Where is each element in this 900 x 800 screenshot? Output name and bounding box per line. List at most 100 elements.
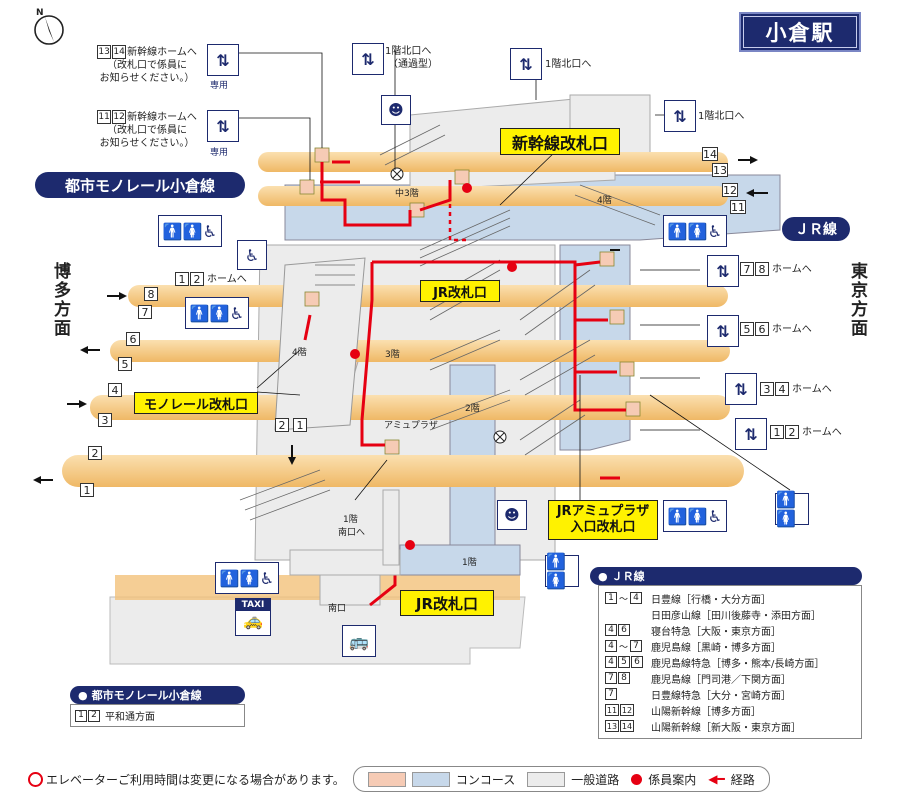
num-6: 6 [755, 322, 769, 336]
legend-line-text: 山陽新幹線［博多方面］ [651, 703, 761, 718]
legend-line-text: 鹿児島線［黒崎・博多方面］ [651, 639, 781, 654]
monorail-platform [275, 258, 365, 430]
amu-plaza-gate-line1: JRアミュプラザ [557, 504, 650, 520]
accessible-icon: ♿ [237, 240, 267, 270]
platform-num-3: 3 [98, 413, 112, 427]
platform-num-12: 12 [722, 183, 738, 197]
hakata-direction: 博多方面 [48, 262, 73, 338]
legend-platform-number: 6 [618, 624, 630, 636]
sh1112-note2: お知らせください。） [82, 137, 212, 150]
route-arrow-icon: ◀━ [708, 772, 724, 786]
tokyo-direction: 東京方面 [845, 262, 870, 338]
monorail-line-label: 都市モノレール小倉線 [35, 172, 245, 198]
legend-platform-number: 4 [605, 656, 617, 668]
sh1314-only: 専用 [210, 78, 228, 91]
station-title: 小倉駅 [739, 12, 861, 52]
floor-4-left: 4階 [292, 345, 307, 358]
legend-line-text: 日田彦山線［田川後藤寺・添田方面］ [651, 607, 821, 622]
num-12: 12 [112, 110, 126, 124]
legend-line-text: 山陽新幹線［新大阪・東京方面］ [651, 719, 801, 734]
elevator-icon: ⇅ [510, 48, 542, 80]
note-sh1314: 13 14 新幹線ホームへ （改札口で係員に お知らせください。） [82, 45, 212, 85]
compass: N [30, 8, 68, 46]
legend-line-text: 鹿児島線［門司港／下関方面］ [651, 671, 791, 686]
floor-2: 2階 [465, 401, 480, 414]
jr-legend-title-text: ＪＲ線 [612, 568, 645, 584]
elevator-note: エレベーターご利用時間は変更になる場合があります。 [46, 771, 345, 788]
staff-label: 係員案内 [648, 771, 696, 788]
jr-gate-lower-label: JR改札口 [400, 590, 494, 616]
restroom-icon: 🚹🚺♿ [663, 215, 727, 247]
mono-platform-note-text: ホームへ [207, 273, 247, 286]
num-1: 1 [770, 425, 784, 439]
south-exit-to-line2: 南口へ [338, 525, 365, 538]
jr-legend-row: 日田彦山線［田川後藤寺・添田方面］ [605, 606, 855, 622]
legend-platform-number: 13 [605, 720, 619, 732]
floor-3: 3階 [385, 347, 400, 360]
taxi-icon: 🚕 [236, 611, 270, 630]
legend-line-text: 日豊線［行橋・大分方面］ [651, 591, 771, 606]
num-1: 1 [175, 272, 189, 286]
platform-num-1: 1 [80, 483, 94, 497]
restroom-icon: 🚹🚺♿ [663, 500, 727, 532]
platform-34-text: ホームへ [792, 383, 832, 396]
elevator-icon: ⇅ [207, 110, 239, 142]
south-exit-label: 南口 [328, 601, 346, 614]
elevator-icon: ⇅ [664, 100, 696, 132]
shinkansen-gate-label: 新幹線改札口 [500, 128, 620, 155]
mono-legend-title-text: 都市モノレール小倉線 [92, 687, 202, 703]
num-7: 7 [740, 262, 754, 276]
platform-56-text: ホームへ [772, 323, 812, 336]
platform-num-4: 4 [108, 383, 122, 397]
num-2: 2 [785, 425, 799, 439]
amu-plaza-label: アミュプラザ [384, 418, 438, 431]
legend-platform-number: 4 [630, 592, 642, 604]
num-4: 4 [775, 382, 789, 396]
jr-legend-row: 46寝台特急［大阪・東京方面］ [605, 622, 855, 638]
platform-num-11: 11 [730, 200, 746, 214]
platform-num-7: 7 [138, 305, 152, 319]
restroom-icon: 🚹🚺 [545, 555, 579, 587]
num-2: 2 [190, 272, 204, 286]
platform-num-13: 13 [712, 163, 728, 177]
platform-12-text: ホームへ [802, 426, 842, 439]
num-13: 13 [97, 45, 111, 59]
road-label: 一般道路 [571, 771, 619, 788]
sh1112-only: 専用 [210, 145, 228, 158]
staff-icon: ☻ [381, 95, 411, 125]
north-exit-a: 1階北口へ [545, 58, 591, 71]
legend-platform-number: 5 [618, 656, 630, 668]
amu-plaza-gate-label: JRアミュプラザ 入口改札口 [548, 500, 658, 540]
jr-legend-title: ● ＪＲ線 [590, 567, 862, 585]
legend-platform-numbers: 4〜7 [605, 640, 651, 652]
num-8: 8 [755, 262, 769, 276]
mono-legend-row: 1 2 平和通方面 [70, 704, 245, 727]
elevator-icon: ⇅ [352, 43, 384, 75]
legend-box: コンコース 一般道路 係員案内 ◀━ 経路 [353, 766, 770, 792]
legend-platform-numbers: 456 [605, 656, 651, 668]
range-tilde: 〜 [619, 640, 628, 652]
jr-gate-upper-label: JR改札口 [420, 280, 500, 302]
route-label: 経路 [731, 771, 755, 788]
mono-legend-text: 平和通方面 [105, 708, 155, 723]
monorail-gate-label: モノレール改札口 [134, 392, 258, 414]
legend-platform-number: 4 [605, 640, 617, 652]
platform-num-14: 14 [702, 147, 718, 161]
sh1314-note2: お知らせください。） [82, 72, 212, 85]
sh1112-note1: （改札口で係員に [82, 124, 212, 137]
jr-line-label: ＪＲ線 [782, 217, 850, 241]
elevator-icon: ⇅ [707, 255, 739, 287]
num-14: 14 [112, 45, 126, 59]
legend-platform-number: 7 [605, 672, 617, 684]
mono-legend-bullet: ● [78, 689, 88, 702]
